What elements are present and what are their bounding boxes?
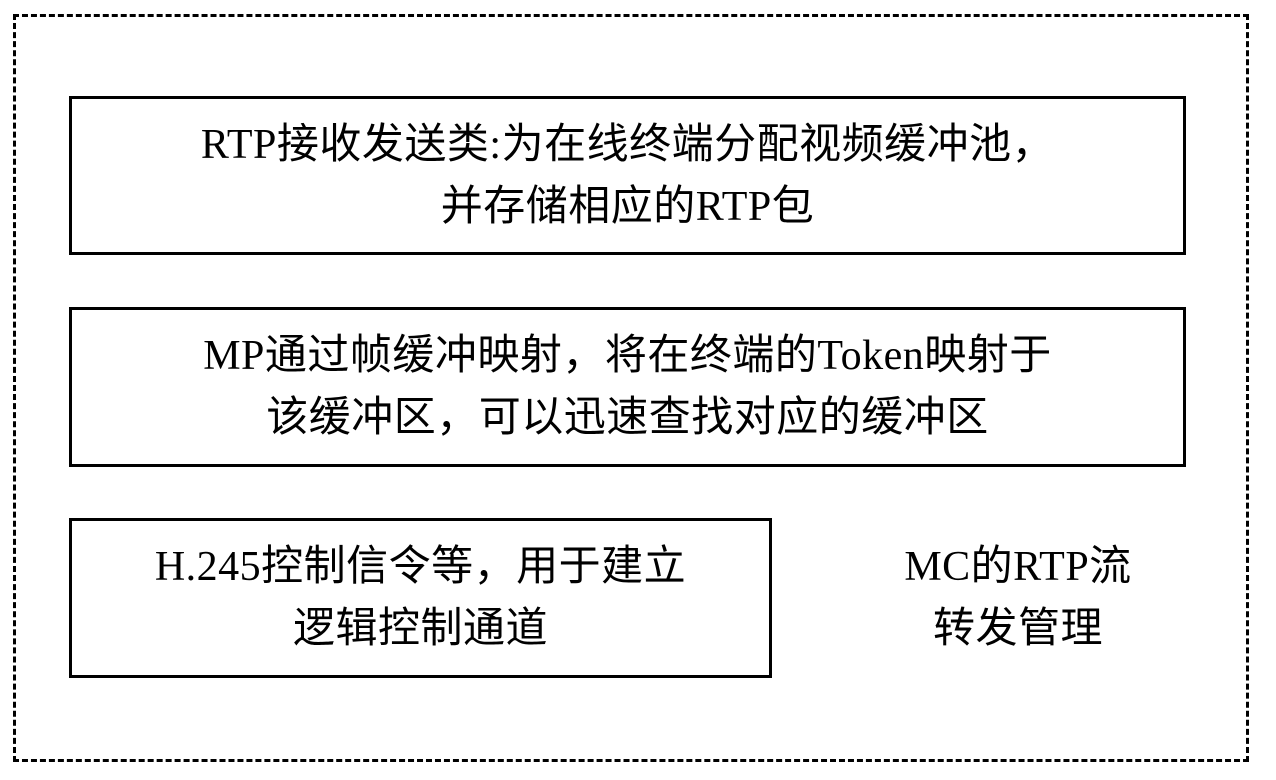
container-label-line-1: MC的RTP流	[904, 544, 1132, 590]
rtp-box-line-2: 并存储相应的RTP包	[440, 183, 815, 230]
container-label-line-2: 转发管理	[932, 606, 1103, 652]
container-label: MC的RTP流 转发管理	[848, 536, 1188, 660]
rtp-box-line-1: RTP接收发送类:为在线终端分配视频缓冲池，	[200, 121, 1055, 168]
h245-box-line-1: H.245控制信令等，用于建立	[154, 544, 687, 590]
mc-rtp-forwarding-container	[13, 14, 1249, 762]
mp-box-line-1: MP通过帧缓冲映射，将在终端的Token映射于	[203, 333, 1052, 379]
mp-box-line-2: 该缓冲区，可以迅速查找对应的缓冲区	[266, 395, 989, 441]
h245-control-signaling-box: H.245控制信令等，用于建立 逻辑控制通道	[69, 518, 772, 678]
h245-box-line-2: 逻辑控制通道	[292, 606, 548, 652]
rtp-send-receive-box: RTP接收发送类:为在线终端分配视频缓冲池， 并存储相应的RTP包	[69, 96, 1186, 255]
mp-frame-buffer-mapping-box: MP通过帧缓冲映射，将在终端的Token映射于 该缓冲区，可以迅速查找对应的缓冲…	[69, 307, 1186, 467]
